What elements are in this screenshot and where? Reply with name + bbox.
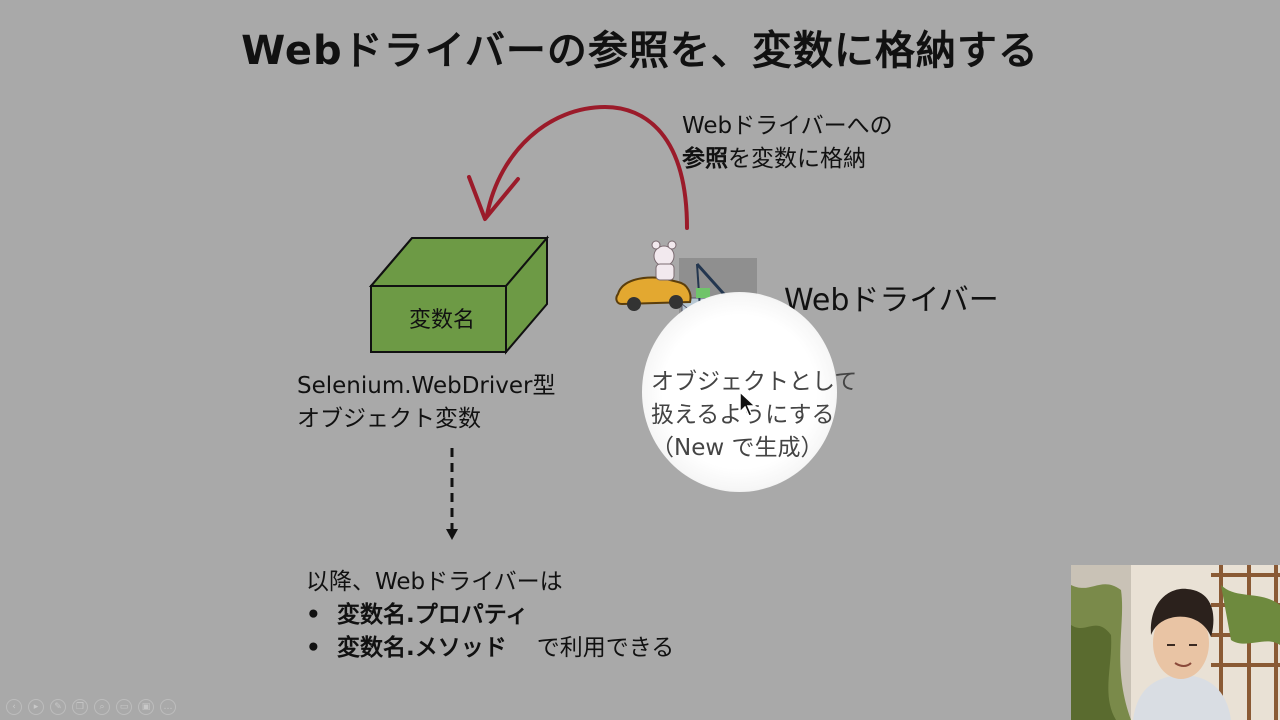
pen-button[interactable]: ✎: [50, 699, 66, 715]
variable-caption-line2: オブジェクト変数: [297, 406, 481, 432]
usage-bullet-method-text: 変数名.メソッド: [337, 635, 507, 661]
usage-bullet-method: • 変数名.メソッド で利用できる: [306, 632, 674, 665]
reference-caption-rest: を変数に格納: [728, 146, 866, 172]
usage-bullet-suffix: で利用できる: [536, 635, 675, 661]
prev-slide-button[interactable]: ‹: [6, 699, 22, 715]
curved-arrow-icon: [467, 104, 689, 230]
object-caption-line1: オブジェクトとして: [651, 369, 858, 395]
zoom-button[interactable]: ⌕: [94, 699, 110, 715]
slides-button[interactable]: ▭: [116, 699, 132, 715]
usage-intro: 以降、Webドライバーは: [306, 569, 563, 595]
usage-block: 以降、Webドライバーは • 変数名.プロパティ • 変数名.メソッド で利用で…: [306, 566, 674, 665]
bullet-dot: •: [306, 635, 321, 661]
variable-caption-line1: Selenium.WebDriver型: [297, 373, 556, 399]
web-driver-label: Webドライバー: [784, 283, 999, 318]
object-caption-line3: （New で生成）: [651, 435, 824, 461]
bullet-dot: •: [306, 602, 321, 628]
usage-bullet-property: • 変数名.プロパティ: [306, 599, 674, 632]
presentation-toolbar: ‹ ▸ ✎ ❐ ⌕ ▭ ▣ …: [6, 699, 176, 715]
mouse-cursor-icon: [739, 390, 757, 417]
play-button[interactable]: ▸: [28, 699, 44, 715]
reference-keyword: 参照: [682, 146, 728, 172]
screen-button[interactable]: ▣: [138, 699, 154, 715]
more-button[interactable]: …: [160, 699, 176, 715]
dashed-arrow-icon: [446, 448, 458, 540]
variable-caption: Selenium.WebDriver型 オブジェクト変数: [297, 370, 555, 436]
reference-caption-line2: 参照を変数に格納: [682, 143, 893, 176]
webcam-presenter-overlay: [1071, 565, 1280, 720]
variable-box-icon: [368, 235, 550, 355]
reference-caption: Webドライバーへの 参照を変数に格納: [682, 110, 893, 176]
usage-bullet-property-text: 変数名.プロパティ: [337, 602, 529, 628]
object-caption: オブジェクトとして 扱えるようにする （New で生成）: [651, 366, 857, 465]
copy-button[interactable]: ❐: [72, 699, 88, 715]
variable-box-label: 変数名: [409, 308, 476, 333]
reference-caption-line1: Webドライバーへの: [682, 113, 893, 139]
slide-title: Webドライバーの参照を、変数に格納する: [241, 28, 1039, 74]
